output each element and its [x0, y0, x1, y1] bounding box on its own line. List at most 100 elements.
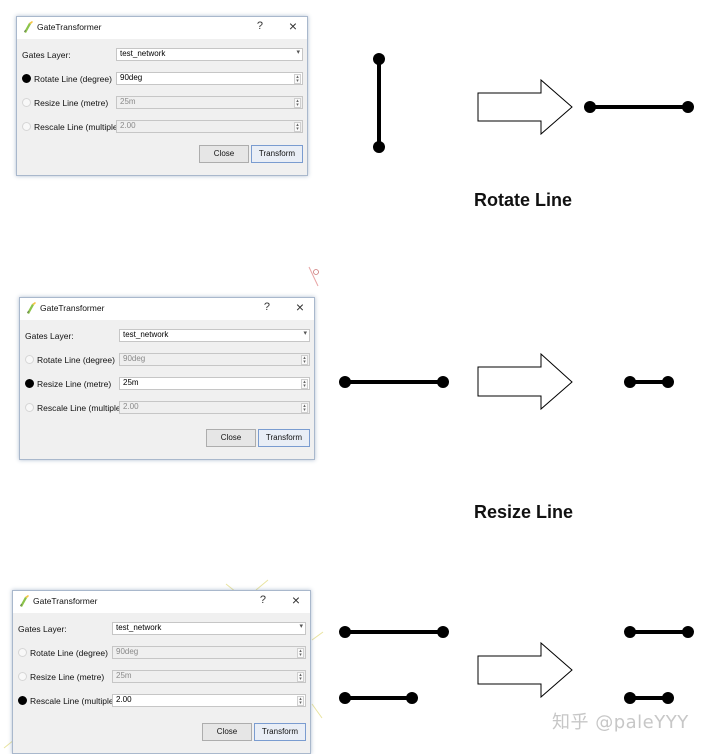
- line-endpoint: [373, 53, 385, 65]
- line-endpoint: [624, 376, 636, 388]
- rescale-multiple-spinbox[interactable]: 2.00 ▴▾: [119, 401, 310, 414]
- resize-line-label: Resize Line (metre): [37, 379, 112, 389]
- gates-layer-combobox[interactable]: test_network ▾: [119, 329, 310, 342]
- rotate-line-row: Rotate Line (degree) 90deg ▴▾: [20, 352, 314, 368]
- rotate-line-label: Rotate Line (degree): [30, 648, 108, 658]
- line-endpoint: [373, 141, 385, 153]
- rescale-line-radio[interactable]: [25, 403, 34, 412]
- right-arrow-outline-icon: [477, 352, 573, 411]
- resize-line-radio[interactable]: [25, 379, 34, 388]
- chevron-down-icon: ▾: [299, 623, 303, 630]
- gates-layer-combobox[interactable]: test_network ▾: [116, 48, 303, 61]
- dialog-title: GateTransformer: [37, 22, 102, 32]
- map-feature-line: [255, 579, 269, 591]
- line-endpoint: [662, 692, 674, 704]
- spin-arrows-icon[interactable]: ▴▾: [297, 672, 304, 682]
- rotate-line-row: Rotate Line (degree) 90deg ▴▾: [17, 71, 307, 87]
- resize-metre-spinbox[interactable]: 25m ▴▾: [116, 96, 303, 109]
- rescale-line-label: Rescale Line (multiple): [30, 696, 117, 706]
- rotate-degree-spinbox[interactable]: 90deg ▴▾: [119, 353, 310, 366]
- resize-example: [339, 352, 674, 411]
- line-endpoint: [662, 376, 674, 388]
- close-icon[interactable]: ×: [288, 18, 297, 34]
- gates-layer-row: Gates Layer: test_network ▾: [20, 328, 314, 344]
- line-endpoint: [339, 626, 351, 638]
- transform-button[interactable]: Transform: [251, 145, 303, 163]
- rotate-degree-value: 90deg: [120, 73, 143, 82]
- resize-line-row: Resize Line (metre) 25m ▴▾: [20, 376, 314, 392]
- spin-arrows-icon[interactable]: ▴▾: [301, 403, 308, 413]
- gates-layer-value: test_network: [123, 330, 169, 339]
- help-button[interactable]: ?: [256, 20, 263, 32]
- qgis-plugin-icon: [20, 595, 29, 607]
- dialog-titlebar: GateTransformer ? ×: [20, 298, 314, 320]
- close-button[interactable]: Close: [202, 723, 252, 741]
- map-feature-line: [308, 266, 319, 287]
- rotate-degree-value: 90deg: [116, 647, 139, 656]
- rotate-degree-spinbox[interactable]: 90deg ▴▾: [116, 72, 303, 85]
- transform-button[interactable]: Transform: [258, 429, 310, 447]
- line-endpoint: [624, 692, 636, 704]
- gates-layer-value: test_network: [116, 623, 162, 632]
- help-button[interactable]: ?: [263, 301, 270, 313]
- rescale-line-label: Rescale Line (multiple): [34, 122, 121, 132]
- rescale-line-radio[interactable]: [22, 122, 31, 131]
- line-endpoint: [584, 101, 596, 113]
- resize-line-row: Resize Line (metre) 25m ▴▾: [17, 95, 307, 111]
- gates-layer-row: Gates Layer: test_network ▾: [17, 47, 307, 63]
- qgis-plugin-icon: [27, 302, 36, 314]
- caption-rotate-line: Rotate Line: [474, 190, 573, 210]
- rotate-example: [373, 53, 694, 153]
- resize-metre-spinbox[interactable]: 25m ▴▾: [112, 670, 306, 683]
- gates-layer-label: Gates Layer:: [18, 624, 67, 634]
- rescale-multiple-spinbox[interactable]: 2.00 ▴▾: [116, 120, 303, 133]
- line-endpoint: [437, 626, 449, 638]
- chevron-down-icon: ▾: [296, 49, 300, 56]
- resize-metre-spinbox[interactable]: 25m ▴▾: [119, 377, 310, 390]
- gates-layer-combobox[interactable]: test_network ▾: [112, 622, 306, 635]
- rotate-degree-value: 90deg: [123, 354, 146, 363]
- rescale-example: [339, 626, 694, 704]
- rotate-line-label: Rotate Line (degree): [34, 74, 112, 84]
- spin-arrows-icon[interactable]: ▴▾: [297, 696, 304, 706]
- close-icon[interactable]: ×: [291, 592, 300, 608]
- gates-layer-value: test_network: [120, 49, 166, 58]
- right-arrow-outline-icon: [477, 641, 573, 699]
- line-endpoint: [624, 626, 636, 638]
- rotate-degree-spinbox[interactable]: 90deg ▴▾: [112, 646, 306, 659]
- rescale-multiple-value: 2.00: [116, 695, 132, 704]
- spin-arrows-icon[interactable]: ▴▾: [301, 355, 308, 365]
- close-button[interactable]: Close: [206, 429, 256, 447]
- spin-arrows-icon[interactable]: ▴▾: [294, 74, 301, 84]
- spin-arrows-icon[interactable]: ▴▾: [294, 122, 301, 132]
- rotate-line-radio[interactable]: [18, 648, 27, 657]
- rescale-line-radio[interactable]: [18, 696, 27, 705]
- rotate-line-radio[interactable]: [25, 355, 34, 364]
- resize-line-radio[interactable]: [22, 98, 31, 107]
- rotate-line-radio[interactable]: [22, 74, 31, 83]
- map-feature-node: [313, 269, 319, 275]
- help-button[interactable]: ?: [259, 594, 266, 606]
- spin-arrows-icon[interactable]: ▴▾: [301, 379, 308, 389]
- rescale-line-row: Rescale Line (multiple) 2.00 ▴▾: [20, 400, 314, 416]
- line-endpoint: [339, 376, 351, 388]
- line-endpoint: [339, 692, 351, 704]
- spin-arrows-icon[interactable]: ▴▾: [297, 648, 304, 658]
- transform-button[interactable]: Transform: [254, 723, 306, 741]
- gate-transformer-dialog: GateTransformer ? × Gates Layer: test_ne…: [12, 590, 311, 754]
- close-icon[interactable]: ×: [295, 299, 304, 315]
- line-endpoint: [682, 626, 694, 638]
- resize-line-radio[interactable]: [18, 672, 27, 681]
- map-feature-line: [311, 631, 324, 641]
- spin-arrows-icon[interactable]: ▴▾: [294, 98, 301, 108]
- line-endpoint: [406, 692, 418, 704]
- caption-resize-line: Resize Line: [474, 502, 574, 522]
- resize-metre-value: 25m: [116, 671, 132, 680]
- gate-transformer-dialog: GateTransformer ? × Gates Layer: test_ne…: [16, 16, 308, 176]
- rescale-multiple-spinbox[interactable]: 2.00 ▴▾: [112, 694, 306, 707]
- chevron-down-icon: ▾: [303, 330, 307, 337]
- close-button[interactable]: Close: [199, 145, 249, 163]
- dialog-title: GateTransformer: [33, 596, 98, 606]
- rescale-line-row: Rescale Line (multiple) 2.00 ▴▾: [13, 693, 310, 709]
